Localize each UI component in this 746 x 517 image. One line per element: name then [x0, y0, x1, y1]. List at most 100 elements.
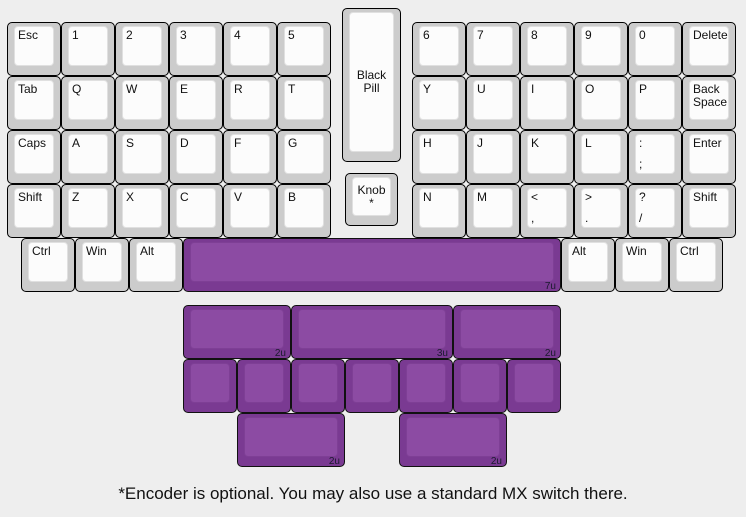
- keycap-top: [244, 363, 284, 403]
- key-z[interactable]: Z: [61, 184, 115, 238]
- alt-spacebar-2u-bottom-left[interactable]: 2u: [237, 413, 345, 467]
- spacebar-7u[interactable]: 7u: [183, 238, 561, 292]
- alt-spacebar-2u-bottom-right[interactable]: 2u: [399, 413, 507, 467]
- alt-spacebar-1u[interactable]: [291, 359, 345, 413]
- alt-spacebar-2u-right[interactable]: 2u: [453, 305, 561, 359]
- key-v[interactable]: V: [223, 184, 277, 238]
- keycap-top: [190, 242, 554, 282]
- key-c[interactable]: C: [169, 184, 223, 238]
- black-pill-controller[interactable]: Black Pill: [342, 8, 401, 162]
- alt-spacebar-1u[interactable]: [183, 359, 237, 413]
- alt-spacebar-1u[interactable]: [507, 359, 561, 413]
- key-enter[interactable]: Enter: [682, 130, 736, 184]
- key-s[interactable]: S: [115, 130, 169, 184]
- key-alt-left[interactable]: Alt: [129, 238, 183, 292]
- key-2[interactable]: 2: [115, 22, 169, 76]
- key-w[interactable]: W: [115, 76, 169, 130]
- key-y[interactable]: Y: [412, 76, 466, 130]
- key-m[interactable]: M: [466, 184, 520, 238]
- key-label: K: [531, 136, 540, 150]
- key-f[interactable]: F: [223, 130, 277, 184]
- key-label: N: [423, 190, 432, 204]
- key-esc[interactable]: Esc: [7, 22, 61, 76]
- keycap-top: 0: [635, 26, 675, 66]
- key-5[interactable]: 5: [277, 22, 331, 76]
- key-9[interactable]: 9: [574, 22, 628, 76]
- key-i[interactable]: I: [520, 76, 574, 130]
- key-size-label: 7u: [544, 281, 556, 292]
- key-label: R: [234, 82, 243, 96]
- key-d[interactable]: D: [169, 130, 223, 184]
- key-b[interactable]: B: [277, 184, 331, 238]
- keycap-top: T: [284, 80, 324, 120]
- key-caps[interactable]: Caps: [7, 130, 61, 184]
- alt-spacebar-1u[interactable]: [399, 359, 453, 413]
- key-3[interactable]: 3: [169, 22, 223, 76]
- key-t[interactable]: T: [277, 76, 331, 130]
- keycap-top: Win: [622, 242, 662, 282]
- alt-spacebar-3u[interactable]: 3u: [291, 305, 453, 359]
- key-n[interactable]: N: [412, 184, 466, 238]
- key-sym[interactable]: ?/: [628, 184, 682, 238]
- key-size-label: 3u: [436, 348, 448, 359]
- alt-spacebar-1u[interactable]: [237, 359, 291, 413]
- keycap-top: ?/: [635, 188, 675, 228]
- key-label: D: [180, 136, 189, 150]
- key-4[interactable]: 4: [223, 22, 277, 76]
- key-u[interactable]: U: [466, 76, 520, 130]
- knob-encoder[interactable]: Knob *: [345, 173, 398, 226]
- key-l[interactable]: L: [574, 130, 628, 184]
- key-secondary-label: ,: [531, 211, 535, 225]
- keycap-top: Back Space: [689, 80, 729, 120]
- alt-spacebar-2u-left[interactable]: 2u: [183, 305, 291, 359]
- key-label: Tab: [18, 82, 38, 96]
- key-size-label: 2u: [490, 456, 502, 467]
- key-g[interactable]: G: [277, 130, 331, 184]
- alt-spacebar-1u[interactable]: [453, 359, 507, 413]
- key-sym[interactable]: <,: [520, 184, 574, 238]
- key-j[interactable]: J: [466, 130, 520, 184]
- key-7[interactable]: 7: [466, 22, 520, 76]
- key-label: Black Pill: [356, 68, 387, 95]
- key-x[interactable]: X: [115, 184, 169, 238]
- key-label: P: [639, 82, 648, 96]
- key-r[interactable]: R: [223, 76, 277, 130]
- alt-spacebar-1u[interactable]: [345, 359, 399, 413]
- key-6[interactable]: 6: [412, 22, 466, 76]
- key-o[interactable]: O: [574, 76, 628, 130]
- key-8[interactable]: 8: [520, 22, 574, 76]
- key-label: F: [234, 136, 242, 150]
- key-label: O: [585, 82, 595, 96]
- key-k[interactable]: K: [520, 130, 574, 184]
- key-h[interactable]: H: [412, 130, 466, 184]
- key-ctrl-left[interactable]: Ctrl: [21, 238, 75, 292]
- key-win-right[interactable]: Win: [615, 238, 669, 292]
- key-ctrl-right[interactable]: Ctrl: [669, 238, 723, 292]
- key-secondary-label: /: [639, 211, 643, 225]
- keycap-top: Black Pill: [349, 12, 394, 152]
- keycap-top: B: [284, 188, 324, 228]
- key-alt-right[interactable]: Alt: [561, 238, 615, 292]
- key-label: 6: [423, 28, 430, 42]
- key-shift-left[interactable]: Shift: [7, 184, 61, 238]
- key-p[interactable]: P: [628, 76, 682, 130]
- key-1[interactable]: 1: [61, 22, 115, 76]
- key-win-left[interactable]: Win: [75, 238, 129, 292]
- key-back-space[interactable]: Back Space: [682, 76, 736, 130]
- key-0[interactable]: 0: [628, 22, 682, 76]
- key-shift-right[interactable]: Shift: [682, 184, 736, 238]
- keycap-top: 1: [68, 26, 108, 66]
- key-label: J: [477, 136, 483, 150]
- key-sym[interactable]: >.: [574, 184, 628, 238]
- keycap-top: [406, 417, 500, 457]
- keycap-top: W: [122, 80, 162, 120]
- key-e[interactable]: E: [169, 76, 223, 130]
- key-sym[interactable]: :;: [628, 130, 682, 184]
- key-a[interactable]: A: [61, 130, 115, 184]
- keycap-top: R: [230, 80, 270, 120]
- key-q[interactable]: Q: [61, 76, 115, 130]
- key-tab[interactable]: Tab: [7, 76, 61, 130]
- key-delete[interactable]: Delete: [682, 22, 736, 76]
- key-size-label: 2u: [328, 456, 340, 467]
- keycap-top: K: [527, 134, 567, 174]
